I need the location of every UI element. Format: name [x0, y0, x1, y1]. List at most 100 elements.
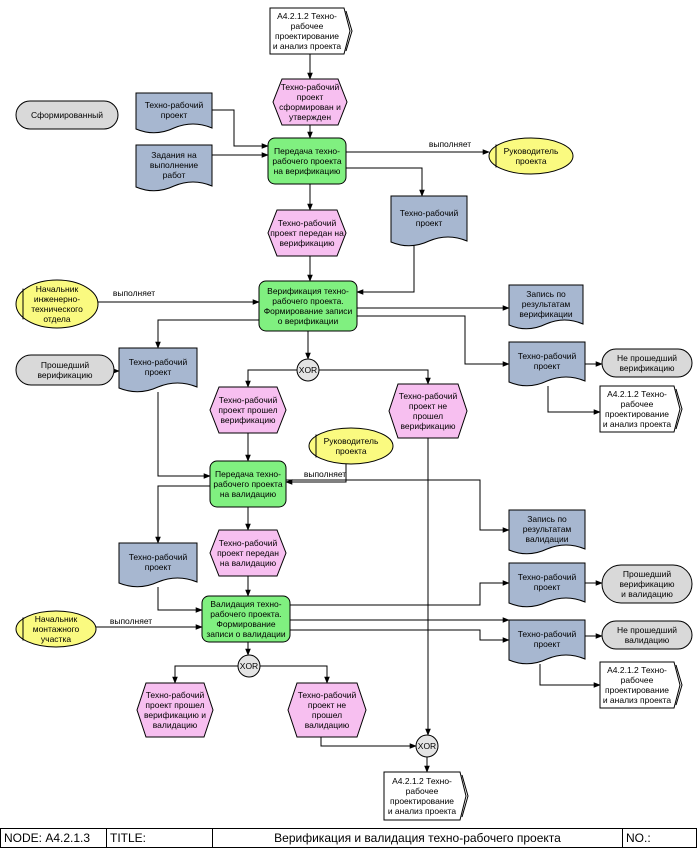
node-label-line: XOR: [240, 661, 258, 671]
node-label-line: сформирован и: [279, 102, 341, 112]
connector-arrow: [157, 587, 203, 613]
node-label-line: проектирование: [390, 796, 454, 806]
node-label-line: Техно-рабочий: [145, 100, 204, 110]
node-label-line: монтажного: [33, 624, 80, 634]
connector-arrow: [346, 167, 425, 197]
node-label-line: и анализ проекта: [603, 695, 672, 705]
node-label-line: проекта: [335, 446, 366, 456]
node-label-line: XOR: [418, 741, 436, 751]
node-label-line: на валидацию: [220, 489, 277, 499]
function-shape: [267, 137, 347, 185]
node-label-line: проект прошел: [145, 700, 204, 710]
offpage-shadow: [461, 774, 469, 818]
node-label-line: Начальник: [35, 614, 78, 624]
event-shape: [287, 682, 367, 738]
event-shape: [209, 386, 287, 434]
node-label-line: на верификацию: [274, 166, 341, 176]
node-label-line: Руководитель: [324, 436, 379, 446]
edge-label-performs: выполняет: [304, 469, 346, 479]
node-label-line: Техно-рабочий: [298, 690, 357, 700]
event-shape: [209, 529, 287, 577]
doc-shape: [135, 92, 213, 134]
event-shape: [136, 682, 214, 738]
function-shape: [258, 280, 358, 332]
node-label-line: Верификация техно-: [267, 286, 349, 296]
connector-arrow: [286, 479, 510, 533]
node-label-line: рабочее: [621, 675, 654, 685]
xor-shape: [296, 358, 320, 382]
node-label-line: А4.2.1.2 Техно-: [277, 11, 337, 21]
node-label-line: А4.2.1.2 Техно-: [607, 389, 667, 399]
connector-arrow: [260, 665, 330, 684]
node-label-line: на валидацию: [220, 558, 277, 568]
offpage-shadow: [345, 10, 353, 52]
offpage-shape: [599, 661, 681, 709]
node-label-line: Техно-рабочий: [518, 572, 577, 582]
offpage-shape: [269, 7, 351, 55]
node-label-line: Формирование записи: [264, 306, 353, 316]
connector-arrow: [245, 369, 297, 388]
node-label-line: проект передан: [217, 548, 279, 558]
xor-shape: [237, 654, 261, 678]
node-label-line: отдела: [43, 314, 71, 324]
connector-arrow: [319, 369, 431, 385]
node-label-line: Задания на: [151, 150, 197, 160]
diagram-nodes: А4.2.1.2 Техно-рабочее проектирование и ан…: [15, 7, 693, 821]
node-label-line: проект не: [409, 401, 448, 411]
fn-validation: Валидация техно-рабочего проекта.Формиро…: [201, 595, 291, 643]
node-label-line: рабочего проекта: [272, 156, 341, 166]
node-label-line: рабочего проекта: [213, 479, 282, 489]
doc-shape: [508, 341, 586, 387]
node-label-line: верификацию: [620, 363, 676, 373]
connector-arrow: [547, 386, 601, 415]
node-label-line: проект: [534, 361, 561, 371]
node-label-line: верификацию: [38, 370, 94, 380]
doc-shape: [390, 195, 468, 247]
connectors: [96, 54, 603, 773]
node-label-line: проект: [534, 639, 561, 649]
node-label-line: Не прошедший: [617, 625, 677, 635]
node-label-line: верификацию: [221, 415, 277, 425]
edge-label-performs: выполняет: [429, 139, 471, 149]
xor2: XOR: [237, 654, 261, 678]
event-shape: [388, 383, 468, 439]
node-label-line: проект: [145, 367, 172, 377]
orgunit-shape: [15, 610, 97, 648]
node-label-line: результатам: [523, 524, 572, 534]
doc-shape: [118, 542, 198, 588]
connector-arrow: [155, 319, 280, 349]
node-label-line: Начальник: [36, 284, 79, 294]
node-label-line: верификацию и: [144, 710, 206, 720]
node-label-line: участка: [41, 634, 71, 644]
state-shape: [15, 354, 115, 386]
state-shape: [601, 620, 693, 650]
fn-verification: Верификация техно-рабочего проекта.Форми…: [258, 280, 358, 332]
node-label-line: А4.2.1.2 Техно-: [607, 665, 667, 675]
connector-arrow: [357, 315, 510, 367]
node-label-line: Передача техно-: [215, 469, 281, 479]
connector-arrow: [285, 462, 347, 485]
node-label-line: рабочее: [291, 21, 324, 31]
node-label-line: Техно-рабочий: [400, 208, 459, 218]
node-label-line: о верификации: [278, 316, 339, 326]
node-label-line: рабочего проекта.: [272, 296, 344, 306]
offpage-shape: [383, 771, 467, 821]
node-label-line: Формирование: [216, 619, 276, 629]
node-label-line: Техно-рабочий: [281, 82, 340, 92]
